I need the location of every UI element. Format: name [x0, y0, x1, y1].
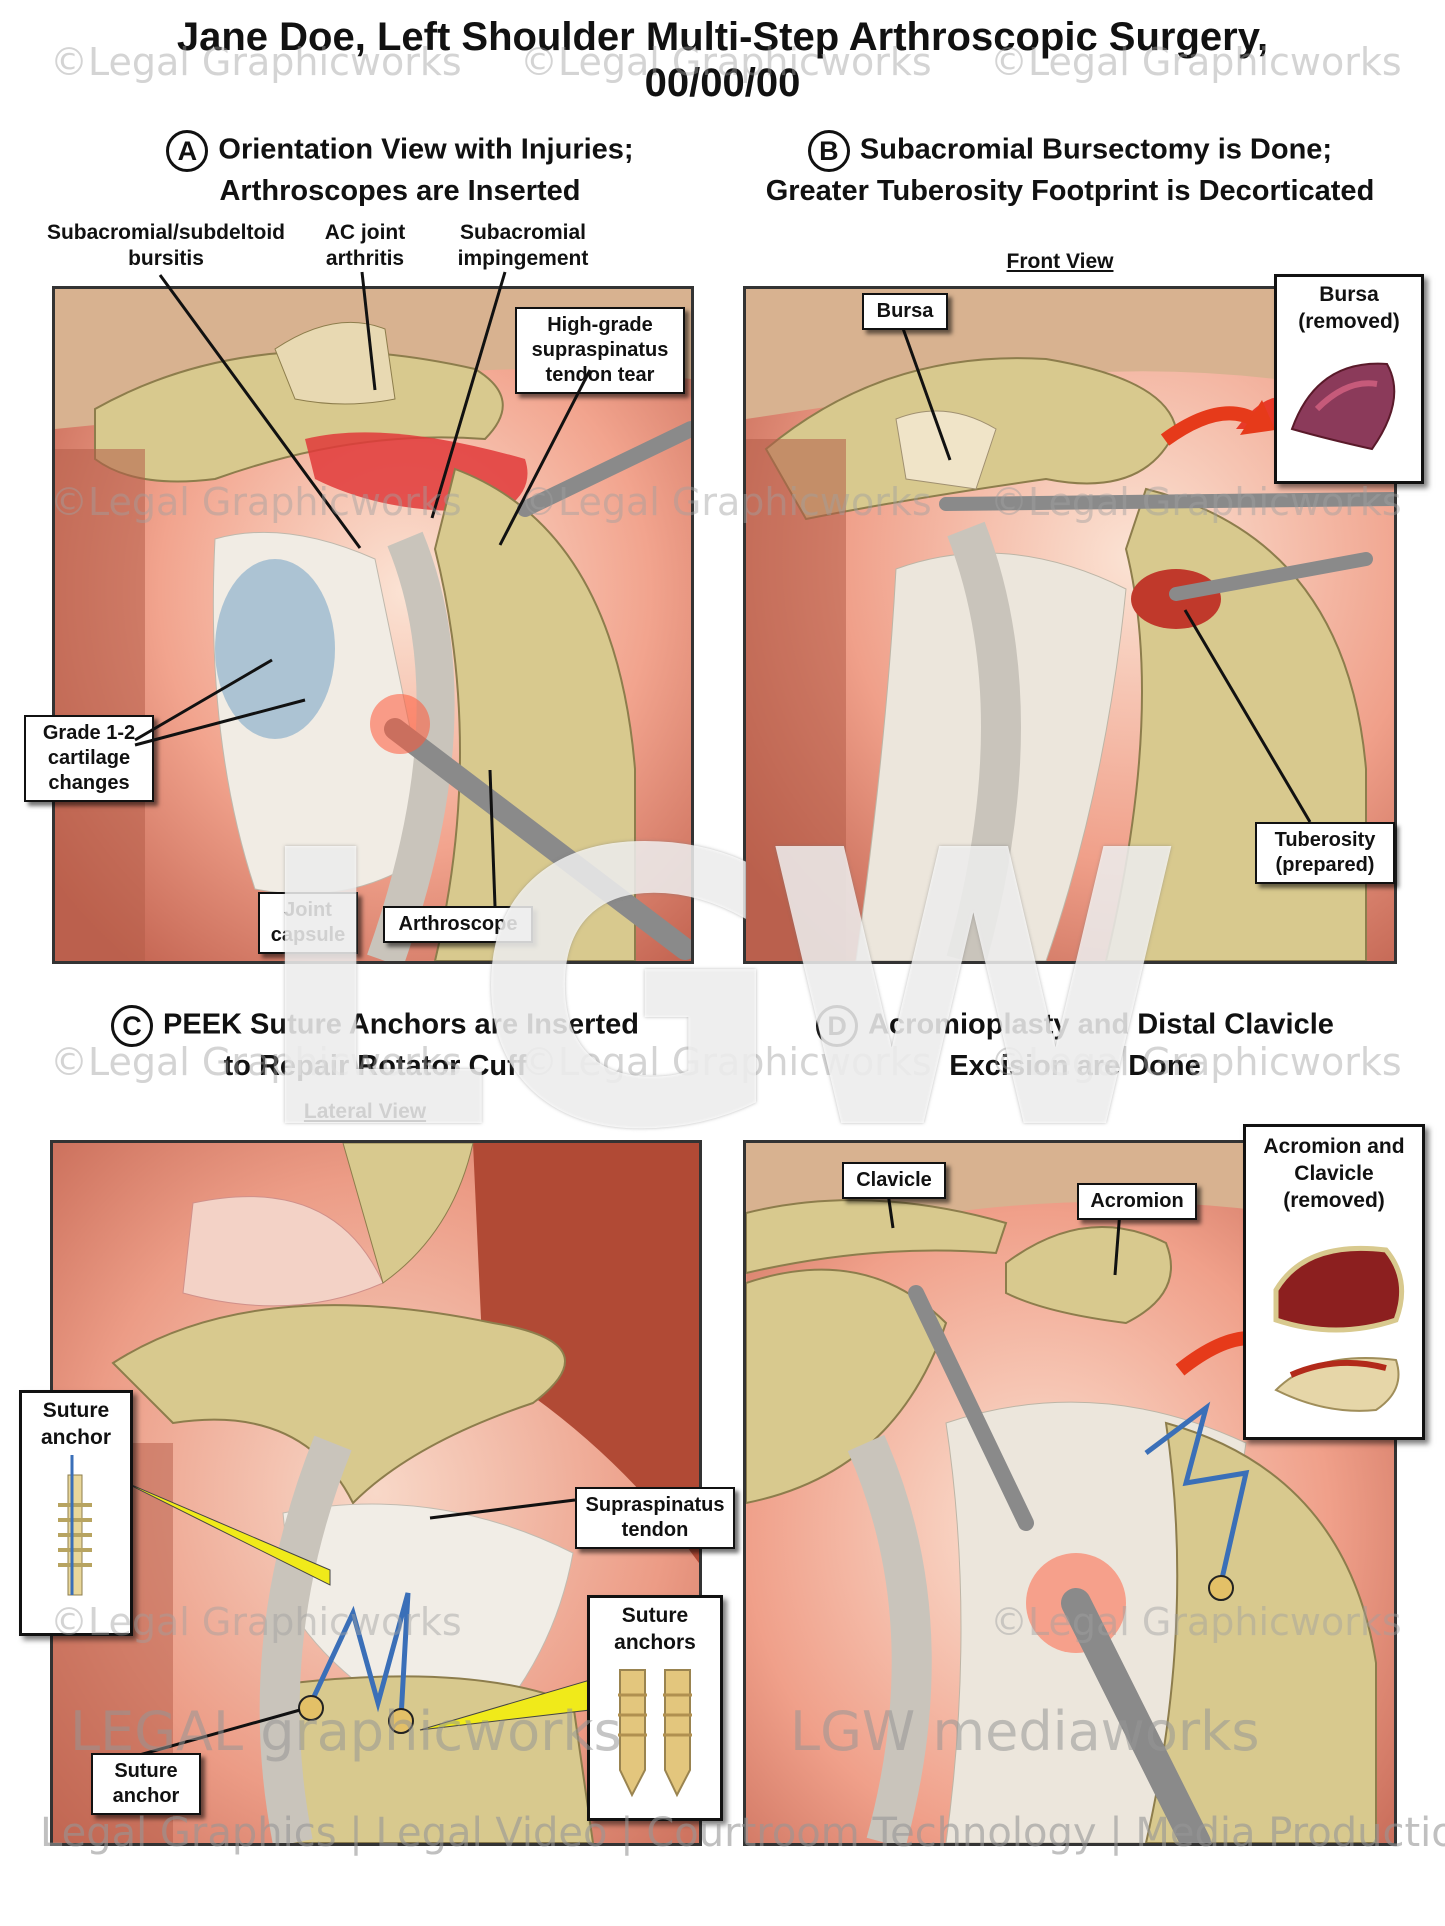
inset-acromion-clavicle-removed: Acromion and Clavicle (removed)	[1243, 1124, 1425, 1440]
panel-c-title-line-2: to Repair Rotator Cuff	[223, 1050, 527, 1082]
footer-tagline: Legal Graphics | Legal Video | Courtroom…	[40, 1810, 1445, 1856]
panel-d-title-line-1: Acromioplasty and Distal Clavicle	[868, 1008, 1334, 1041]
panel-d-title: D Acromioplasty and Distal Clavicle Excis…	[780, 1005, 1370, 1085]
label-suture-anchor: Suture anchor	[91, 1753, 201, 1815]
panel-c-view-label: Lateral View	[303, 1100, 427, 1123]
label-tendon-tear: High-grade supraspinatus tendon tear	[515, 307, 685, 394]
inset-bursa-label: Bursa (removed)	[1298, 283, 1400, 333]
inset-bursa-removed: Bursa (removed)	[1274, 274, 1424, 484]
panel-a-title: A Orientation View with Injuries; Arthros…	[100, 130, 700, 210]
inset-suture-anchors: Suture anchors	[587, 1595, 723, 1821]
inset-suture-anchor: Suture anchor	[19, 1390, 133, 1636]
label-acromion: Acromion	[1077, 1183, 1197, 1220]
legal-graphicworks-brand: LEGAL graphicworks	[70, 1700, 622, 1763]
panel-b-view-label: Front View	[1006, 250, 1114, 273]
lgw-mediaworks-brand: LGW mediaworks	[790, 1700, 1260, 1763]
label-tuberosity: Tuberosity (prepared)	[1255, 822, 1395, 884]
panel-c-title-line-1: PEEK Suture Anchors are Inserted	[163, 1008, 639, 1041]
title-line-1: Jane Doe, Left Shoulder Multi-Step Arthr…	[176, 15, 1269, 59]
label-ac-joint-arthritis: AC joint arthritis	[324, 221, 406, 270]
panel-b-title-line-2: Greater Tuberosity Footprint is Decortic…	[765, 175, 1375, 207]
panel-c-title: C PEEK Suture Anchors are Inserted to Rep…	[80, 1005, 670, 1085]
suture-anchor-image	[58, 1455, 92, 1596]
panel-b-title: B Subacromial Bursectomy is Done; Greater…	[730, 130, 1410, 210]
panel-a-letter: A	[166, 130, 209, 172]
panel-d-title-line-2: Excision are Done	[949, 1050, 1201, 1082]
panel-c-letter: C	[111, 1005, 154, 1047]
panel-d-letter: D	[816, 1005, 859, 1047]
label-bursa: Bursa	[862, 293, 948, 330]
main-title: Jane Doe, Left Shoulder Multi-Step Arthr…	[0, 14, 1445, 106]
title-line-2: 00/00/00	[644, 61, 801, 105]
label-clavicle: Clavicle	[842, 1162, 946, 1199]
inset-suture-anchor-label: Suture anchor	[40, 1399, 111, 1449]
label-subacromial-impingement: Subacromial impingement	[457, 221, 589, 270]
label-cartilage-changes: Grade 1-2 cartilage changes	[24, 715, 154, 802]
inset-suture-anchors-label: Suture anchors	[614, 1604, 696, 1654]
suture-anchors-image	[618, 1669, 692, 1798]
panel-a-title-line-1: Orientation View with Injuries;	[218, 133, 634, 166]
label-bursitis: Subacromial/subdeltoid bursitis	[46, 221, 286, 270]
label-supraspinatus-tendon: Supraspinatus tendon	[575, 1487, 735, 1549]
inset-removed-label: Acromion and Clavicle (removed)	[1263, 1135, 1405, 1212]
removed-bone-image	[1273, 1245, 1405, 1412]
label-arthroscope: Arthroscope	[383, 906, 533, 943]
label-joint-capsule: Joint capsule	[258, 892, 358, 954]
panel-a-title-line-2: Arthroscopes are Inserted	[219, 175, 581, 207]
bursa-tissue-image	[1290, 362, 1396, 451]
panel-b-title-line-1: Subacromial Bursectomy is Done;	[859, 133, 1333, 166]
panel-b-letter: B	[807, 130, 850, 172]
